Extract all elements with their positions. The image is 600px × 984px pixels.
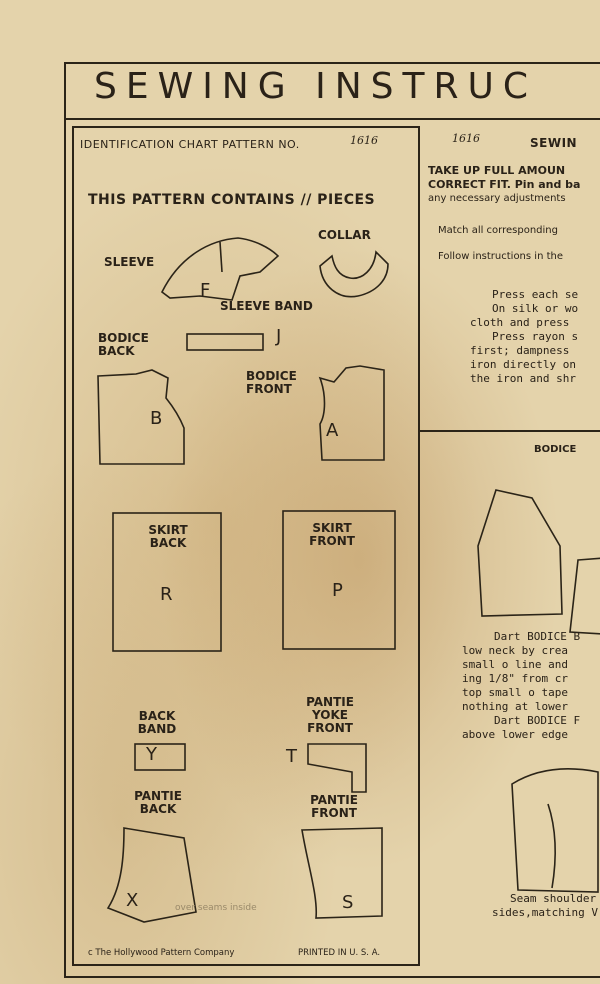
instructions-column: 1616 SEWIN TAKE UP FULL AMOUN CORRECT FI… (418, 126, 600, 984)
pantie-front-piece-shape (301, 827, 383, 919)
pattern-number: 1616 (350, 134, 378, 147)
press-line-2: On silk or wo (492, 302, 579, 315)
identification-panel (72, 126, 420, 966)
dart-line-2: low neck by crea (462, 644, 568, 657)
page-title: SEWING INSTRUC (94, 66, 537, 107)
piece-label-sleeve-band: SLEEVE BAND (220, 299, 313, 313)
match-line: Match all corresponding (438, 225, 558, 236)
dart-line-5: top small o tape (462, 686, 568, 699)
dart-line-4: ing 1/8" from cr (462, 672, 568, 685)
intro-line-1: TAKE UP FULL AMOUN (428, 164, 566, 177)
piece-letter-skirt-back: R (160, 584, 173, 605)
dart-line-6: nothing at lower (462, 700, 568, 713)
bodice-diagram-2 (569, 557, 600, 635)
back-band-piece-shape (134, 743, 186, 771)
skirt-back-piece-shape (112, 512, 222, 652)
bodice-back-piece-shape (97, 369, 185, 465)
pantie-yoke-front-piece-shape (307, 743, 367, 793)
press-line-3: cloth and press (470, 316, 570, 329)
press-line-1: Press each se (492, 288, 579, 301)
shoulder-seam-diagram (511, 768, 599, 893)
pieces-count-heading: THIS PATTERN CONTAINS // PIECES (88, 192, 376, 208)
dart-line-8: above lower edge (462, 728, 568, 741)
dart-line-1: Dart BODICE B (494, 630, 581, 643)
pantie-back-piece-shape (106, 827, 197, 923)
piece-label-pantie-back: PANTIE BACK (134, 789, 182, 816)
piece-letter-bodice-back: B (150, 408, 163, 429)
press-line-5: first; dampness (470, 344, 570, 357)
sewing-heading: SEWIN (530, 136, 578, 150)
seam-line-1: Seam shoulder (510, 892, 597, 905)
faint-bleed-text: over seams inside (175, 903, 257, 913)
seam-line-2: sides,matching V (492, 906, 598, 919)
section-divider (418, 430, 600, 432)
sleeve-band-piece-shape (186, 333, 264, 351)
piece-label-sleeve: SLEEVE (104, 255, 155, 269)
piece-label-skirt-front: SKIRT FRONT (309, 521, 355, 548)
piece-label-collar: COLLAR (318, 228, 371, 242)
follow-line: Follow instructions in the (438, 251, 563, 262)
id-chart-label: IDENTIFICATION CHART PATTERN NO. (80, 138, 300, 151)
outer-frame (64, 62, 600, 978)
piece-letter-pantie-yoke-front: T (286, 746, 297, 767)
piece-label-back-band: BACK BAND (137, 709, 177, 736)
sleeve-piece-shape (160, 237, 280, 301)
dart-line-3: small o line and (462, 658, 568, 671)
piece-letter-skirt-front: P (332, 580, 343, 601)
piece-label-bodice-back: BODICE BACK (98, 331, 149, 358)
bodice-diagram (477, 489, 563, 617)
skirt-front-piece-shape (282, 510, 396, 650)
printed-in-footer: PRINTED IN U. S. A. (298, 948, 381, 958)
piece-label-bodice-front: BODICE FRONT (246, 369, 297, 396)
press-line-4: Press rayon s (492, 330, 579, 343)
intro-line-2: CORRECT FIT. Pin and ba (428, 178, 581, 191)
press-line-7: the iron and shr (470, 372, 576, 385)
bodice-front-piece-shape (318, 365, 385, 461)
piece-letter-pantie-front: S (342, 892, 354, 913)
piece-label-skirt-back: SKIRT BACK (148, 523, 188, 550)
right-pattern-number: 1616 (452, 132, 480, 145)
bodice-section-heading: BODICE (534, 444, 577, 455)
piece-label-pantie-front: PANTIE FRONT (310, 793, 358, 820)
intro-line-3: any necessary adjustments (428, 193, 566, 204)
piece-letter-bodice-front: A (326, 420, 339, 441)
piece-letter-back-band: Y (146, 744, 157, 765)
dart-line-7: Dart BODICE F (494, 714, 581, 727)
piece-letter-pantie-back: X (126, 890, 139, 911)
piece-letter-sleeve-band: J (276, 326, 282, 347)
collar-piece-shape (319, 250, 389, 298)
piece-label-pantie-yoke-front: PANTIE YOKE FRONT (306, 695, 354, 735)
piece-letter-sleeve: F (200, 280, 211, 301)
copyright-footer: c The Hollywood Pattern Company (88, 948, 235, 958)
press-line-6: iron directly on (470, 358, 576, 371)
title-divider (64, 118, 600, 120)
